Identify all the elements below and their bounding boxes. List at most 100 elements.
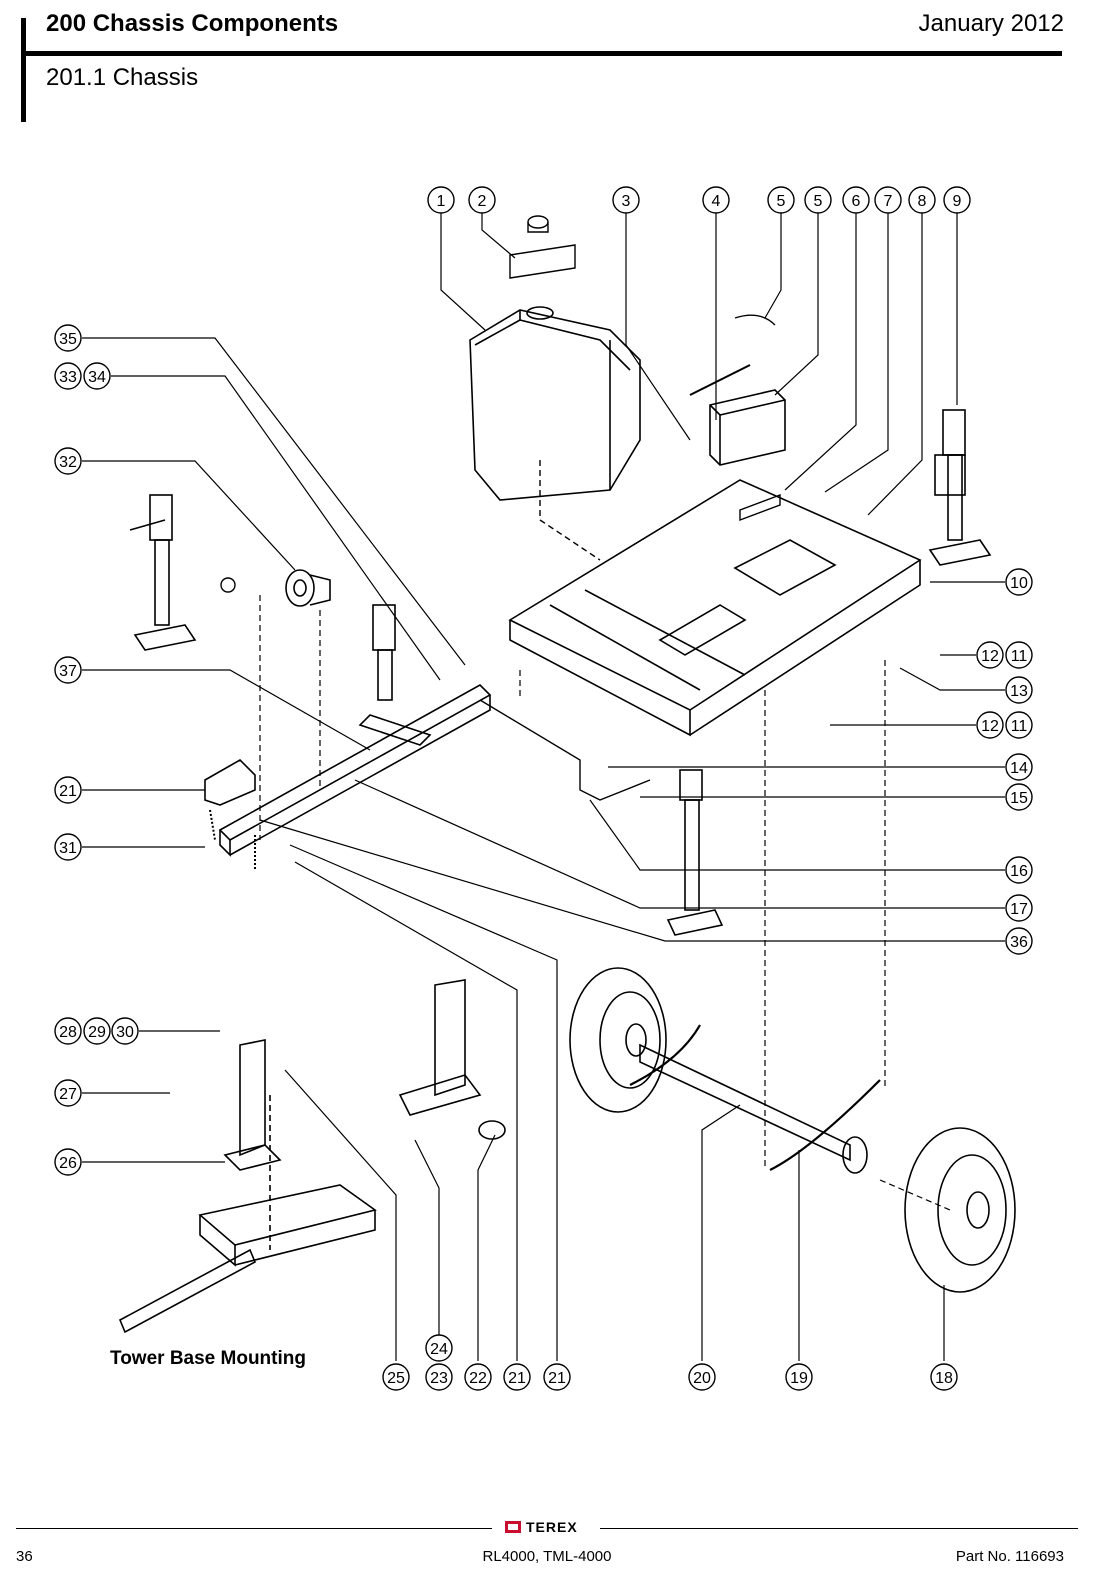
callout-circle: [1005, 711, 1033, 739]
callout-number: 23: [430, 1370, 448, 1387]
callout-number: 7: [884, 193, 893, 210]
fuel-tank: [469, 306, 641, 501]
callout-number: 34: [88, 369, 106, 386]
winch: [285, 569, 331, 607]
terex-logo: TEREX: [505, 1519, 578, 1535]
header-rule: [26, 51, 1062, 56]
callout-number: 26: [59, 1155, 77, 1172]
callout-circle: [54, 324, 82, 352]
inset-tower-base: [118, 1039, 377, 1334]
callout-number: 5: [777, 193, 786, 210]
inset-label: Tower Base Mounting: [110, 1348, 306, 1369]
callout-number: 14: [1010, 760, 1028, 777]
callout-circle: [908, 186, 936, 214]
callout-circle: [54, 1017, 82, 1045]
callout-number: 21: [59, 783, 77, 800]
callout-circle: [83, 362, 111, 390]
callout-number: 8: [918, 193, 927, 210]
callout-circle: [930, 1363, 958, 1391]
footer-rule-right: [600, 1528, 1078, 1529]
terex-logo-text: TEREX: [526, 1519, 578, 1535]
callout-number: 11: [1011, 718, 1028, 735]
callout-circle: [425, 1363, 453, 1391]
page-number: 36: [16, 1548, 33, 1565]
callout-circle: [874, 186, 902, 214]
callout-circle: [1005, 927, 1033, 955]
callout-number: 32: [59, 454, 77, 471]
callout-circle: [976, 711, 1004, 739]
callout-circle: [767, 186, 795, 214]
callout-number: 13: [1010, 683, 1028, 700]
callout-circle: [54, 1079, 82, 1107]
callout-number: 30: [116, 1024, 134, 1041]
wheel-right: [904, 1127, 1016, 1293]
callout-number: 27: [59, 1086, 77, 1103]
footer-models: RL4000, TML-4000: [482, 1548, 612, 1565]
callout-number: 21: [548, 1370, 566, 1387]
drawbar: [218, 684, 492, 857]
callout-circle: [1005, 856, 1033, 884]
callout-number: 1: [437, 193, 446, 210]
section-title: 201.1 Chassis: [46, 64, 199, 91]
chassis-exploded-diagram: 1234556789353334321012111312113714211531…: [54, 186, 1033, 1391]
callout-circle: [464, 1363, 492, 1391]
callout-circle: [842, 186, 870, 214]
callout-circle: [54, 447, 82, 475]
callout-circle: [943, 186, 971, 214]
hub: [842, 1136, 868, 1174]
jack-left: [129, 494, 197, 651]
callout-circle: [804, 186, 832, 214]
callout-number: 22: [469, 1370, 487, 1387]
callout-number: 16: [1010, 863, 1028, 880]
callout-circle: [382, 1363, 410, 1391]
callout-number: 10: [1010, 575, 1028, 592]
callout-number: 3: [622, 193, 631, 210]
callout-circle: [688, 1363, 716, 1391]
callout-circle: [1005, 753, 1033, 781]
callout-circle: [468, 186, 496, 214]
callout-circle: [54, 656, 82, 684]
leaf-spring: [769, 1079, 881, 1171]
inset-bracket: [398, 979, 506, 1140]
callout-number: 19: [790, 1370, 808, 1387]
callout-number: 25: [387, 1370, 405, 1387]
callout-circle: [1005, 641, 1033, 669]
jack-right: [928, 409, 992, 566]
axle: [639, 1043, 851, 1162]
callout-circle: [1005, 568, 1033, 596]
callout-circle: [702, 186, 730, 214]
callout-circle: [83, 1017, 111, 1045]
callout-number: 5: [814, 193, 823, 210]
battery: [709, 389, 786, 466]
callout-circle: [612, 186, 640, 214]
callout-number: 31: [59, 840, 77, 857]
callout-circle: [503, 1363, 531, 1391]
callout-circle: [54, 833, 82, 861]
callout-number: 6: [852, 193, 861, 210]
callout-number: 37: [59, 663, 77, 680]
callout-circle: [976, 641, 1004, 669]
callout-number: 21: [508, 1370, 526, 1387]
footer-part-number: Part No. 116693: [955, 1548, 1064, 1565]
callout-number: 12: [981, 648, 999, 665]
jack-center: [372, 604, 396, 701]
callout-number: 29: [88, 1024, 106, 1041]
wheel-left: [569, 967, 667, 1113]
callout-number: 24: [430, 1341, 448, 1358]
callout-number: 35: [59, 331, 77, 348]
callout-number: 28: [59, 1024, 77, 1041]
callout-circle: [54, 1148, 82, 1176]
callout-circle: [427, 186, 455, 214]
callout-number: 2: [478, 193, 487, 210]
callout-number: 17: [1010, 901, 1028, 918]
header-left-bar: [21, 18, 26, 122]
terex-logo-mark: [505, 1521, 521, 1533]
tank-bracket: [509, 215, 576, 279]
footer-rule-left: [16, 1528, 492, 1529]
callout-number: 36: [1010, 934, 1028, 951]
callout-circle: [54, 362, 82, 390]
callout-number: 20: [693, 1370, 711, 1387]
callout-number: 4: [712, 193, 721, 210]
callout-number: 9: [953, 193, 962, 210]
